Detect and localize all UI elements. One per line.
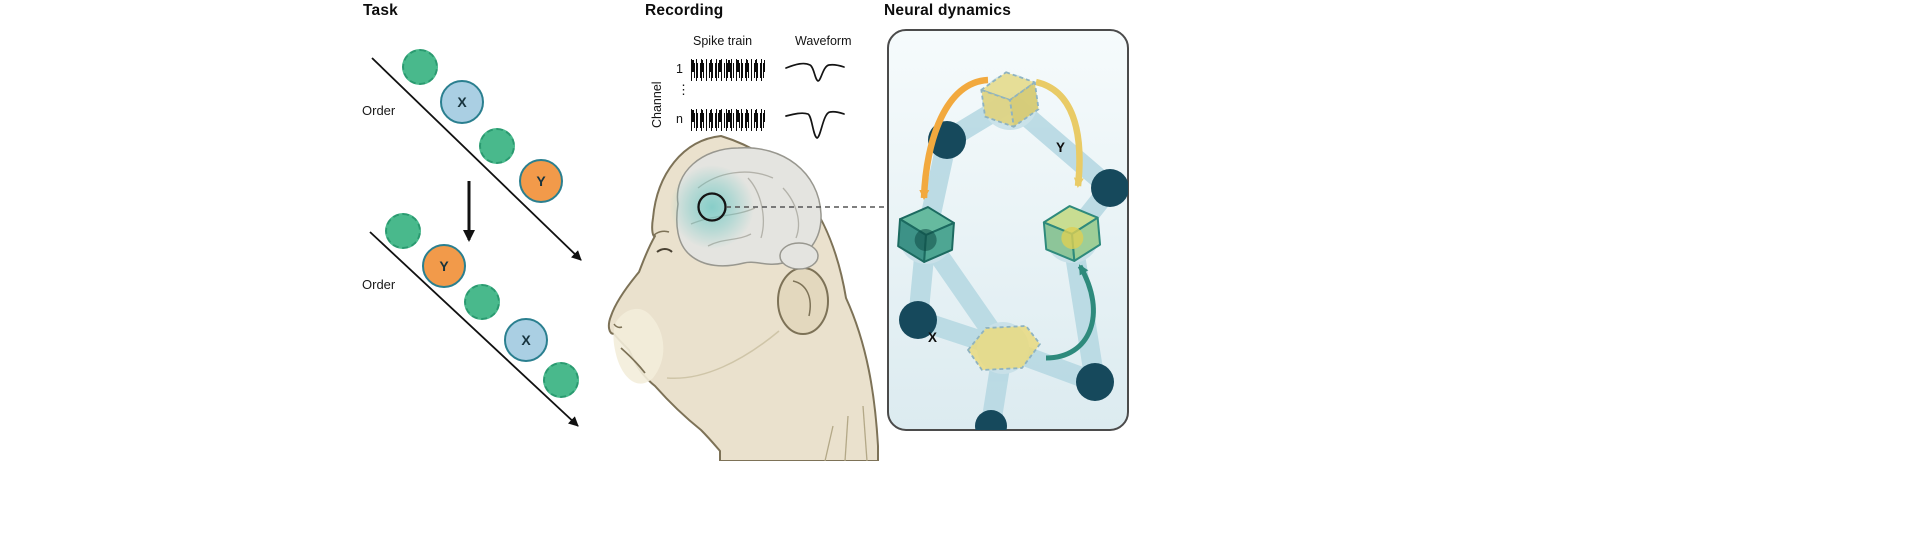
stimulus-circle-x: X <box>440 80 484 124</box>
sequence-2-order-arrow <box>369 231 579 427</box>
stimulus-y-label: Y <box>439 258 449 274</box>
monkey-cheek-line <box>666 330 780 380</box>
task-panel-title: Task <box>363 2 398 19</box>
channel-ellipsis: ⋮ <box>677 82 690 97</box>
waveform-label: Waveform <box>795 34 852 48</box>
waveform-channel-n <box>785 110 845 139</box>
transition-arrow-teal <box>1045 264 1096 361</box>
order-label-1: Order <box>362 103 396 118</box>
state-cube-left <box>897 206 955 263</box>
monkey-ear <box>777 267 829 335</box>
stimulus-circle-green <box>479 128 515 164</box>
monkey-muzzle <box>613 308 664 384</box>
monkey-illustration <box>607 135 888 461</box>
neural-state-x-label: X <box>928 330 938 345</box>
neural-state-y-label: Y <box>1056 140 1066 155</box>
channel-axis-label: Channel <box>650 81 664 128</box>
stimulus-circle-green <box>402 49 438 85</box>
order-label-2: Order <box>362 277 396 292</box>
state-cube-right <box>1042 205 1102 262</box>
task-sequence-arrows <box>369 57 582 427</box>
stimulus-x-label: X <box>457 94 467 110</box>
neural-panel-title: Neural dynamics <box>884 2 1012 19</box>
state-cube-bottom <box>967 325 1041 371</box>
sequence-1-order-arrow <box>371 57 582 261</box>
neural-dynamics-panel <box>887 29 1129 431</box>
stimulus-circle-y: Y <box>422 244 466 288</box>
channel-1-label: 1 <box>676 62 683 76</box>
transition-arrow-yellow <box>1035 78 1084 188</box>
stimulus-circle-green <box>385 213 421 249</box>
state-cube-top <box>980 71 1040 128</box>
transition-arrow-orange <box>919 76 989 200</box>
spike-train-label: Spike train <box>693 34 753 48</box>
recording-site-circle <box>697 192 727 222</box>
spike-train-channel-1 <box>691 59 765 81</box>
recording-site-highlight <box>670 165 754 249</box>
channel-n-label: n <box>676 112 683 126</box>
monkey-ear-inner <box>792 280 811 317</box>
waveform-channel-1 <box>785 62 845 82</box>
stimulus-y-label: Y <box>536 173 546 189</box>
spike-train-channel-n <box>691 109 765 131</box>
monkey-fur-strokes <box>824 405 868 461</box>
monkey-face-details <box>613 230 673 374</box>
stimulus-circle-x: X <box>504 318 548 362</box>
cerebellum <box>779 242 819 270</box>
stimulus-circle-green <box>543 362 579 398</box>
recording-panel-title: Recording <box>645 2 724 19</box>
stimulus-circle-y: Y <box>519 159 563 203</box>
stimulus-x-label: X <box>521 332 531 348</box>
network-nodes <box>899 121 1128 430</box>
stimulus-circle-green <box>464 284 500 320</box>
